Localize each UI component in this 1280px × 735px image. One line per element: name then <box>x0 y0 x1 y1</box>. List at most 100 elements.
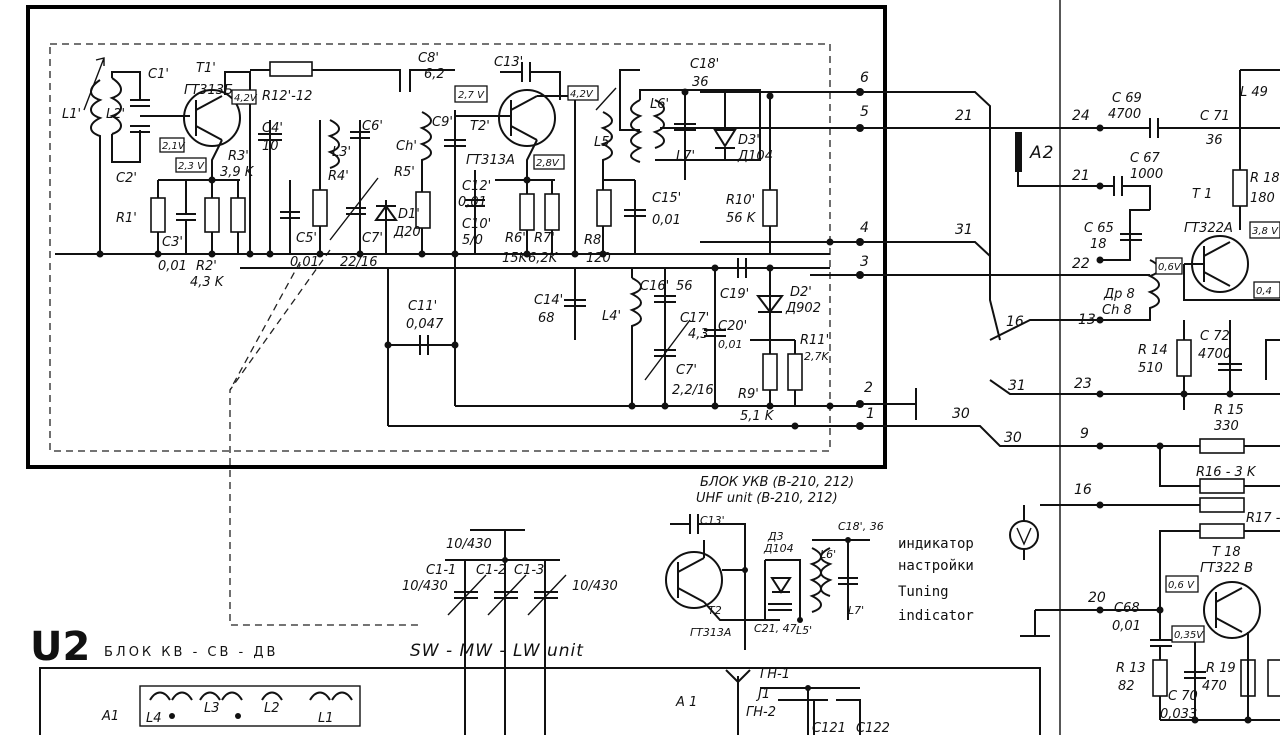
lbl: 5/0 <box>462 233 483 248</box>
input-loop <box>111 71 141 163</box>
rlbl: 82 <box>1118 679 1135 694</box>
r4-resistor <box>312 189 328 227</box>
rlbl: R 15 <box>1214 403 1244 418</box>
lbl: C17' <box>680 311 709 326</box>
c2-plates <box>130 125 150 133</box>
wire-num-31a: 31 <box>955 222 973 238</box>
c18-cap <box>674 90 696 180</box>
rlbl: C 70 <box>1168 689 1198 704</box>
c17-cap <box>654 349 676 357</box>
rlbl: 18 <box>1090 237 1107 252</box>
lbl: R7' <box>534 231 555 246</box>
r7-resistor <box>544 193 560 231</box>
tuning-ru-1: индикатор <box>898 536 974 552</box>
rlbl: C 69 <box>1112 91 1142 106</box>
t18-transistor <box>1203 581 1261 639</box>
vtag-1: 4,2V <box>234 93 258 104</box>
wire-21 <box>860 91 1001 341</box>
l3-coil <box>327 119 340 169</box>
t2-transistor <box>498 89 556 147</box>
wire-num-31b: 31 <box>1008 378 1026 394</box>
u2-coil: L2 <box>264 701 280 716</box>
pin-6: 6 <box>860 70 869 86</box>
vtag-2: 2,1V <box>162 141 186 152</box>
rlbl: R17 - <box>1246 511 1280 526</box>
wire-30 <box>860 425 1200 447</box>
wire-16 <box>989 319 1100 341</box>
t1-collector-wire <box>224 71 251 254</box>
c20-cap <box>704 268 726 406</box>
ukv-title-ru: БЛОК УКВ (В-210, 212) <box>700 475 854 490</box>
r5-resistor <box>415 191 431 229</box>
rpin-23: 23 <box>1074 376 1092 392</box>
rlbl: L 49 <box>1240 85 1268 100</box>
lbl: L2' <box>106 107 125 122</box>
a1-part: J1 <box>755 687 770 702</box>
u2-coil: L1 <box>318 711 334 726</box>
lbl: 36 <box>692 75 709 90</box>
d1-diode <box>374 200 398 254</box>
gang-label: C1-1 <box>426 563 456 578</box>
a1-part: ГН-2 <box>746 705 776 720</box>
a2-lead <box>1017 172 1100 187</box>
ch-coil <box>419 111 432 254</box>
lbl: C7' <box>362 231 383 246</box>
rlbl: 330 <box>1214 419 1239 434</box>
lbl: L6' <box>650 97 669 112</box>
ukv-part: L6' <box>820 548 836 561</box>
wire-31-upper <box>860 241 991 257</box>
rpin-22: 22 <box>1072 256 1090 272</box>
lbl: 2,2/16 <box>672 383 714 398</box>
a1-part: ГН-1 <box>760 667 790 682</box>
lbl: 22/16 <box>340 255 377 270</box>
l5-coil <box>600 111 613 254</box>
lbl: R12'-12 <box>262 89 312 104</box>
r1-resistor <box>150 197 166 233</box>
lbl: R4' <box>328 169 349 184</box>
c17-tune-arrow <box>644 319 691 381</box>
r10-resistor <box>762 189 778 227</box>
lbl: C19' <box>720 287 749 302</box>
pin-5: 5 <box>860 104 869 120</box>
rpin-20: 20 <box>1088 590 1106 606</box>
gang-link-dashed <box>229 249 418 626</box>
lbl: 6,2 <box>424 67 445 82</box>
rlbl: Др 8 <box>1103 287 1135 302</box>
link-to-pin5 <box>619 69 640 131</box>
gang-label: C1-3 <box>514 563 544 578</box>
lbl: 0,01 <box>652 213 681 228</box>
lbl: R8' <box>584 233 605 248</box>
u2-coils <box>139 685 361 727</box>
rlbl: 0,35V <box>1174 630 1204 641</box>
lbl: 56 <box>676 279 693 294</box>
a1-part: C122 <box>856 721 890 735</box>
lbl: C1' <box>148 67 169 82</box>
lbl: C4' <box>262 121 283 136</box>
rlbl: R16 - 3 K <box>1196 465 1257 480</box>
a1-label: A 1 <box>675 695 697 710</box>
u2-id: U2 <box>30 624 90 670</box>
rlbl: 36 <box>1206 133 1223 148</box>
t1-transistor <box>183 89 241 147</box>
lbl: Д104 <box>737 149 773 164</box>
lbl: L3' <box>332 145 351 160</box>
c5-branch <box>280 180 300 254</box>
ukv-part: Д104 <box>763 542 794 555</box>
c3-cap <box>176 180 196 254</box>
lbl: L1' <box>62 107 81 122</box>
lbl: 0,047 <box>406 317 444 332</box>
rlbl: 3,8 V <box>1252 226 1279 237</box>
lbl: 3,9 K <box>220 165 255 180</box>
lbl: C16' <box>640 279 669 294</box>
lbl: 4,3 K <box>190 275 225 290</box>
a1-part: C121 <box>812 721 846 735</box>
u2-frame <box>39 667 1041 735</box>
gang-link-dashed-2 <box>229 261 301 391</box>
lbl: L7' <box>676 149 695 164</box>
main-voltage-tags: 4,2V 2,1V 2,3 V 2,7 V 2,8V 4,2V <box>159 85 599 173</box>
rlbl: Ch 8 <box>1102 303 1132 318</box>
lbl: R6' <box>505 231 526 246</box>
rpin-16: 16 <box>1074 482 1092 498</box>
c16-cap <box>654 268 676 406</box>
gang-label: 10/430 <box>446 537 492 552</box>
